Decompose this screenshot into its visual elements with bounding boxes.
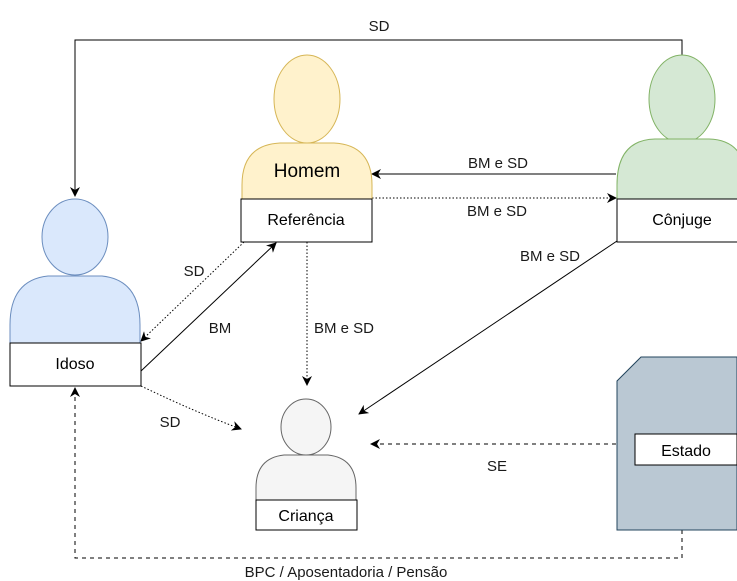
idoso-body-icon bbox=[9, 275, 141, 344]
edge-label-homem-idoso: SD bbox=[184, 263, 205, 280]
crianca-box bbox=[255, 499, 358, 531]
actor-homem[interactable]: Homem Referência bbox=[240, 54, 373, 243]
edge-homem-idoso bbox=[140, 241, 245, 342]
edge-label-conjuge-homem: BM e SD bbox=[468, 155, 528, 172]
edge-idoso-crianca bbox=[140, 385, 242, 431]
estado-box-label: Estado bbox=[661, 443, 711, 460]
edge-label-homem-crianca: BM e SD bbox=[314, 320, 374, 337]
conjuge-head-icon bbox=[648, 54, 716, 144]
edge-idoso-homem bbox=[140, 242, 277, 372]
homem-body-icon bbox=[241, 142, 373, 200]
edge-conjuge-idoso bbox=[70, 39, 683, 197]
edge-label-conjuge-crianca: BM e SD bbox=[520, 248, 580, 265]
actor-idoso[interactable]: Idoso bbox=[9, 198, 142, 387]
edge-label-idoso-homem: BM bbox=[209, 320, 232, 337]
idoso-head-icon bbox=[41, 198, 109, 276]
crianca-box-label: Criança bbox=[278, 508, 333, 525]
estado-box bbox=[634, 433, 737, 466]
edge-label-estado-crianca: SE bbox=[487, 458, 507, 475]
edge-label-conjuge-idoso: SD bbox=[369, 18, 390, 35]
crianca-body-icon bbox=[255, 454, 357, 501]
homem-box bbox=[240, 198, 373, 243]
homem-head-icon bbox=[273, 54, 341, 144]
edge-label-idoso-crianca: SD bbox=[160, 414, 181, 431]
conjuge-box bbox=[616, 198, 737, 243]
homem-label: Homem bbox=[274, 161, 341, 182]
crianca-head-icon bbox=[280, 398, 332, 456]
idoso-box bbox=[9, 342, 142, 387]
actor-estado[interactable]: Estado bbox=[616, 356, 737, 531]
edge-conjuge-crianca bbox=[358, 240, 618, 415]
actor-conjuge[interactable]: Cônjuge bbox=[616, 54, 737, 243]
actor-crianca[interactable]: Criança bbox=[255, 398, 358, 531]
idoso-box-label: Idoso bbox=[55, 356, 94, 373]
edge-estado-idoso bbox=[70, 387, 683, 559]
edge-label-estado-idoso: BPC / Aposentadoria / Pensão bbox=[245, 564, 448, 581]
edge-label-homem-conjuge: BM e SD bbox=[467, 203, 527, 220]
conjuge-box-label: Cônjuge bbox=[652, 212, 712, 229]
homem-box-label: Referência bbox=[267, 212, 344, 229]
conjuge-body-icon bbox=[616, 138, 737, 200]
